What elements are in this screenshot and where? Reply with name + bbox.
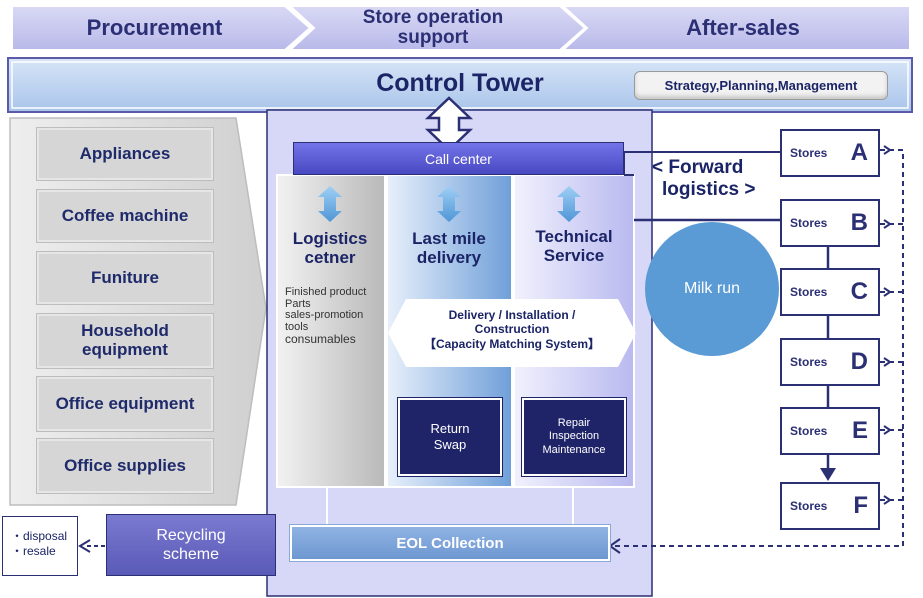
repair-label: Repair bbox=[557, 417, 591, 430]
store-c-label: Stores bbox=[790, 285, 828, 299]
forward-logistics-line-2: logistics > bbox=[662, 178, 756, 200]
store-e-label: Stores bbox=[790, 424, 828, 438]
store-f-label: Stores bbox=[790, 499, 828, 513]
category-office-supplies: Office supplies bbox=[36, 438, 214, 494]
return-label: Return bbox=[430, 421, 470, 437]
store-d-letter: D bbox=[850, 348, 868, 375]
store-e-letter: E bbox=[851, 417, 868, 444]
forward-logistics-label: < Forward logistics > bbox=[652, 157, 776, 201]
phase-store-operation-support: Store operation support bbox=[362, 7, 504, 48]
technical-service-title: Technical Service bbox=[535, 227, 613, 265]
store-a-letter: A bbox=[850, 139, 868, 166]
store-a-label: Stores bbox=[790, 146, 828, 160]
logistics-center-title: Logistics cetner bbox=[292, 229, 368, 267]
swap-label: Swap bbox=[433, 437, 467, 452]
delivery-line-1: Delivery / Installation / bbox=[448, 308, 576, 322]
phase-after-sales: After-sales bbox=[686, 15, 800, 41]
category-office-equipment: Office equipment bbox=[36, 376, 214, 432]
store-c-letter: C bbox=[850, 278, 868, 305]
category-funiture: Funiture bbox=[36, 251, 214, 305]
store-b-letter: B bbox=[850, 209, 868, 236]
store-b: Stores B bbox=[780, 199, 880, 247]
eol-collection-box: EOL Collection bbox=[289, 524, 611, 562]
resale-label: ・resale bbox=[11, 544, 56, 558]
store-e: Stores E bbox=[780, 407, 880, 455]
store-f-letter: F bbox=[853, 492, 868, 519]
control-tower-tag: Strategy,Planning,Management bbox=[634, 71, 888, 100]
delivery-installation-box: Delivery / Installation / Construction 【… bbox=[406, 308, 618, 351]
recycling-scheme-label: Recycling scheme bbox=[156, 526, 226, 563]
call-center-bar: Call center bbox=[293, 142, 624, 175]
store-b-label: Stores bbox=[790, 216, 828, 230]
logistics-items: Finished product Parts sales-promotion t… bbox=[285, 286, 385, 347]
category-household-equipment: Household equipment bbox=[36, 313, 214, 369]
store-d: Stores D bbox=[780, 338, 880, 386]
milk-run-circle: Milk run bbox=[645, 222, 779, 356]
delivery-line-2: Construction bbox=[474, 322, 550, 337]
last-mile-delivery-title: Last mile delivery bbox=[412, 229, 486, 267]
store-f: Stores F bbox=[780, 482, 880, 530]
disposal-resale-box: ・disposal ・resale bbox=[2, 516, 78, 576]
logistics-item-finished-product: Finished product bbox=[285, 286, 367, 298]
recycling-scheme-box: Recycling scheme bbox=[106, 514, 276, 576]
repair-inspection-box: Repair Inspection Maintenance bbox=[521, 397, 627, 477]
category-appliances: Appliances bbox=[36, 127, 214, 181]
store-d-label: Stores bbox=[790, 355, 828, 369]
category-coffee-machine: Coffee machine bbox=[36, 189, 214, 243]
store-c: Stores C bbox=[780, 268, 880, 316]
control-tower-title: Control Tower bbox=[376, 69, 544, 97]
logistics-item-sales-promotion-tools: sales-promotion tools bbox=[285, 309, 364, 333]
forward-logistics-line-1: < Forward bbox=[652, 157, 744, 178]
logistics-item-consumables: consumables bbox=[285, 332, 356, 347]
return-swap-box: Return Swap bbox=[397, 397, 503, 477]
maintenance-label: Maintenance bbox=[542, 443, 606, 456]
logistics-item-parts: Parts bbox=[285, 297, 311, 310]
phase-procurement: Procurement bbox=[86, 15, 223, 41]
disposal-label: ・disposal bbox=[11, 529, 68, 543]
delivery-line-3: 【Capacity Matching System】 bbox=[423, 336, 601, 351]
store-a: Stores A bbox=[780, 129, 880, 177]
inspection-label: Inspection bbox=[548, 430, 600, 443]
